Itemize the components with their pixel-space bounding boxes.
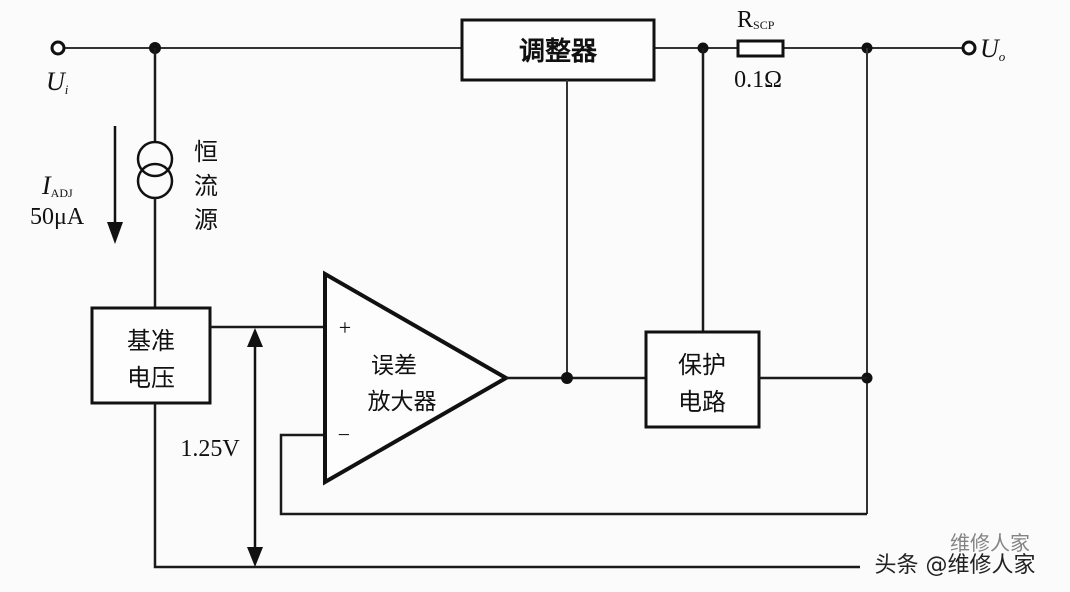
watermark-line2: 头条 @维修人家 xyxy=(875,553,1036,578)
resistor-name-label: RSCP xyxy=(737,7,775,33)
resistor-icon xyxy=(736,39,785,58)
regulator-label: 调整器 xyxy=(519,36,598,67)
current-source-label-line1: 恒 xyxy=(194,138,218,166)
current-source-icon-lower xyxy=(136,162,174,200)
resistor-value-label: 0.1Ω xyxy=(734,67,782,93)
current-source-label-line2: 流 xyxy=(194,172,218,200)
plus-input-label: + xyxy=(339,315,351,340)
error-amp-label-line2: 放大器 xyxy=(368,389,437,415)
arrow-down-icon xyxy=(107,222,123,244)
regulator-block xyxy=(460,18,656,82)
input-terminal-icon xyxy=(50,40,66,56)
wire-feedback-to-minus xyxy=(279,433,867,516)
junction-dot xyxy=(561,372,573,384)
output-voltage-label: Uo xyxy=(980,34,1006,64)
current-source-label-line3: 源 xyxy=(194,206,218,234)
current-name-label: IADJ xyxy=(41,171,73,200)
error-amp-label-line1: 误差 xyxy=(371,353,417,379)
reference-voltage-value: 1.25V xyxy=(180,436,240,462)
current-value-label: 50μA xyxy=(30,204,85,230)
watermark-line1: 维修人家 xyxy=(950,531,1030,555)
wire-ground-rail xyxy=(153,403,860,569)
reference-label-line2: 电压 xyxy=(127,364,175,392)
protection-label-line1: 保护 xyxy=(678,351,726,379)
reference-voltage-block xyxy=(90,306,212,405)
protection-circuit-block xyxy=(644,330,761,429)
current-source-icon xyxy=(136,140,174,178)
reference-label-line1: 基准 xyxy=(127,327,175,355)
protection-label-line2: 电路 xyxy=(678,388,726,416)
output-terminal-icon xyxy=(961,40,977,56)
arrow-down-icon xyxy=(247,547,263,567)
input-voltage-label: Ui xyxy=(46,67,69,97)
error-amplifier-block xyxy=(323,270,511,486)
minus-input-label: − xyxy=(338,422,350,447)
arrow-up-icon xyxy=(247,328,263,347)
